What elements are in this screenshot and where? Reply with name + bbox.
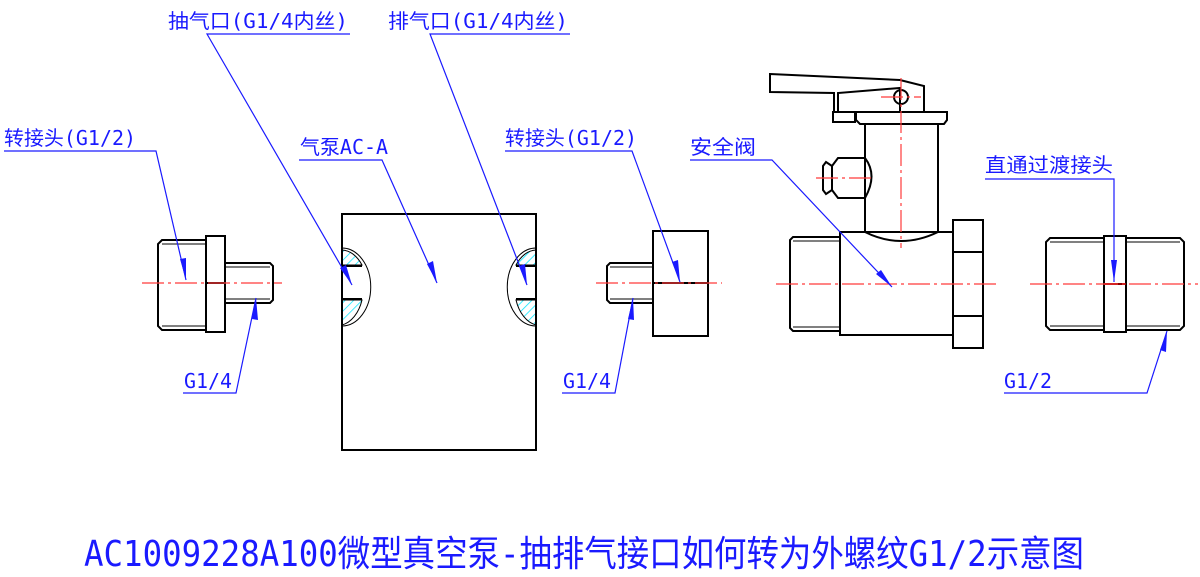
label-safety-valve: 安全阀 xyxy=(690,135,756,159)
leader-exhaust-port xyxy=(429,33,570,286)
label-thread-right: G1/2 xyxy=(1004,369,1052,393)
label-adapter-left: 转接头(G1/2) xyxy=(4,126,136,150)
adapter-left-part xyxy=(142,235,282,333)
straight-adapter-part xyxy=(1030,235,1198,333)
pump-body xyxy=(341,213,537,451)
arrow-suction-port xyxy=(340,265,352,285)
adapter-right-part xyxy=(596,230,722,337)
label-suction-port: 抽气口(G1/4内丝) xyxy=(168,9,348,33)
arrow-adapter-left xyxy=(180,258,186,280)
label-thread-left: G1/4 xyxy=(184,369,232,393)
arrow-thread-mid xyxy=(628,298,634,320)
leader-adapter-left xyxy=(4,150,187,281)
label-thread-mid: G1/4 xyxy=(563,369,611,393)
safety-valve-part xyxy=(769,72,998,349)
arrow-safety-valve xyxy=(876,270,892,287)
leader-thread-left xyxy=(183,297,257,394)
label-adapter-right: 转接头(G1/2) xyxy=(505,126,637,150)
drawing-title: AC1009228A100微型真空泵-抽排气接口如何转为外螺纹G1/2示意图 xyxy=(84,534,1084,575)
arrow-straight-adapter xyxy=(1111,260,1117,282)
arrow-pump xyxy=(427,261,437,283)
arrow-exhaust-port xyxy=(519,264,527,285)
arrow-thread-left xyxy=(252,298,258,320)
label-exhaust-port: 排气口(G1/4内丝) xyxy=(388,9,568,33)
leader-straight-adapter xyxy=(985,178,1115,282)
leader-pump xyxy=(299,159,438,284)
leader-adapter-right xyxy=(505,150,681,283)
leader-thread-mid xyxy=(562,297,634,394)
leader-safety-valve xyxy=(690,159,893,288)
arrow-thread-right xyxy=(1160,331,1167,352)
arrow-adapter-right xyxy=(672,260,680,282)
label-pump: 气泵AC-A xyxy=(300,135,388,159)
label-straight-adapter: 直通过渡接头 xyxy=(985,153,1113,177)
leader-thread-right xyxy=(1004,330,1168,394)
leader-suction-port xyxy=(205,33,353,286)
